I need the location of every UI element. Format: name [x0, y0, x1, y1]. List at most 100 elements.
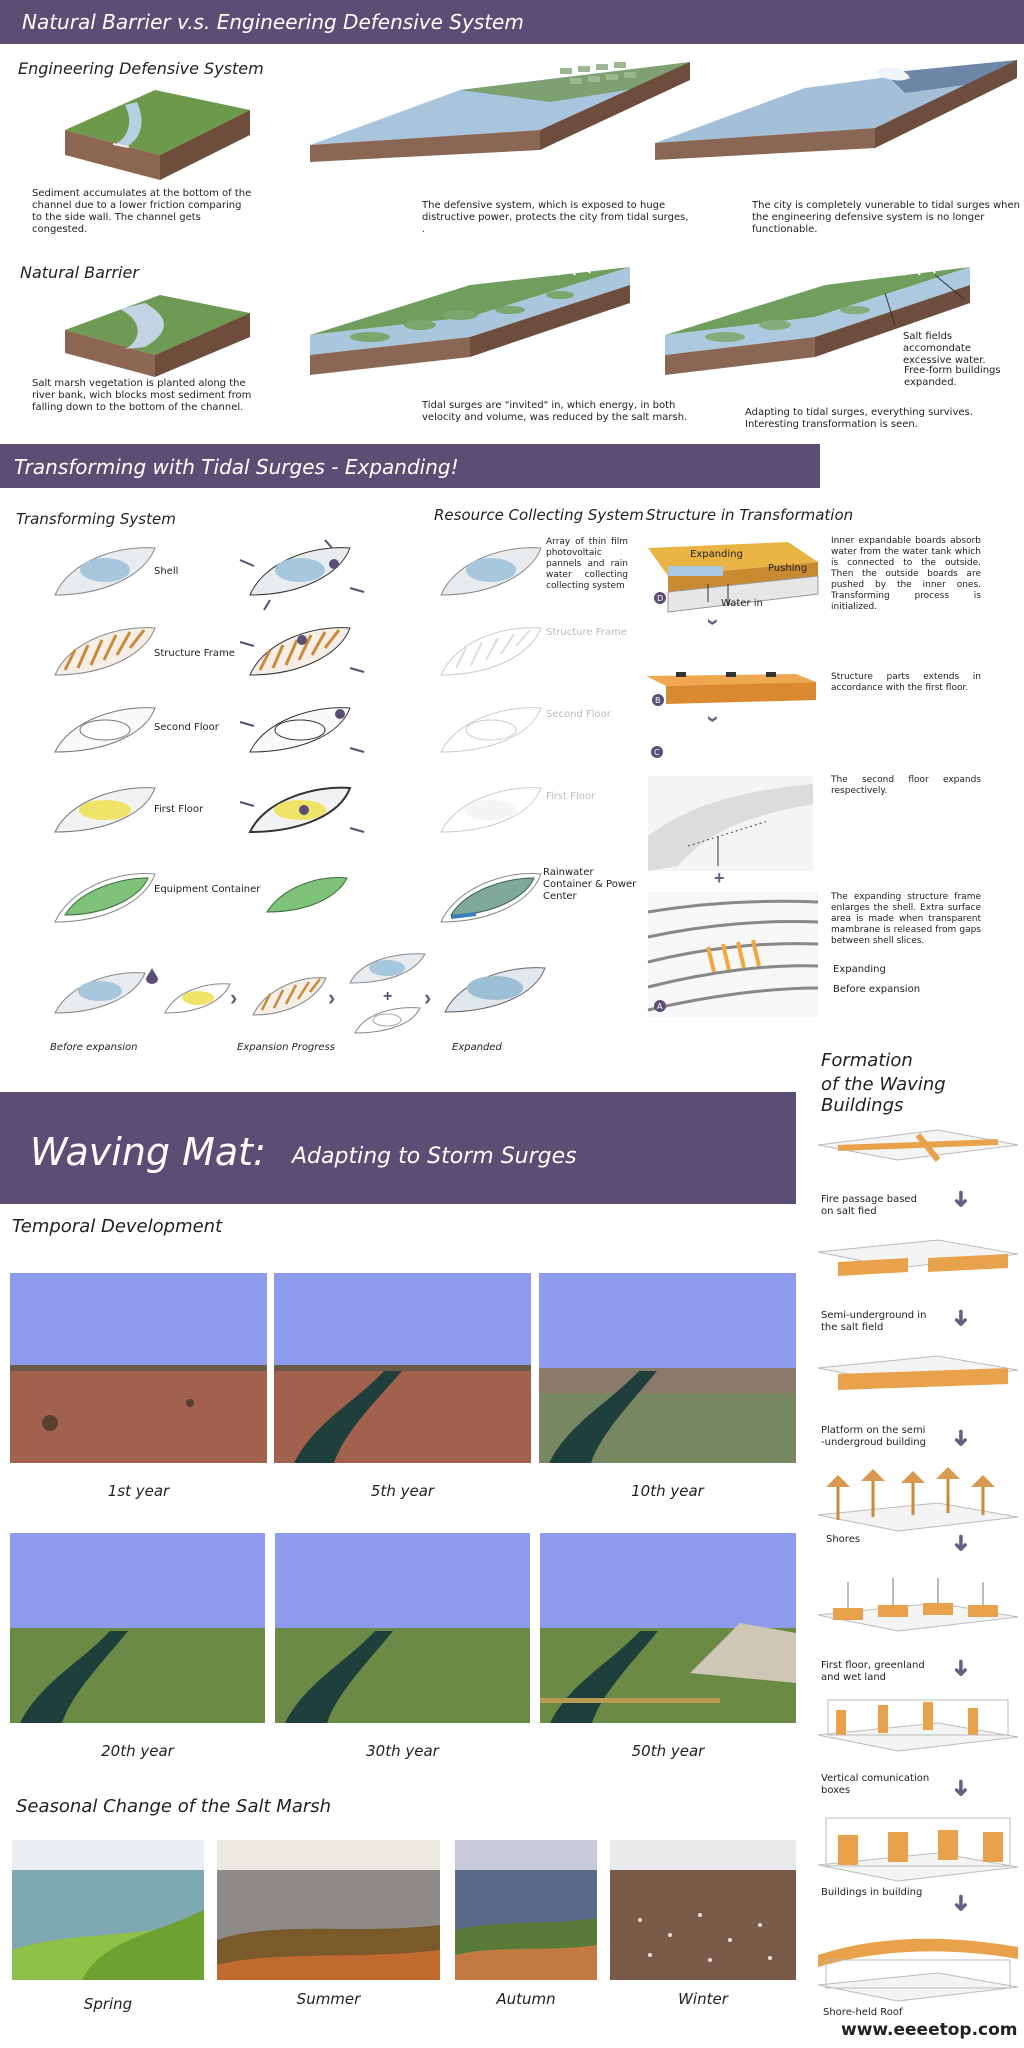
svg-text:+: +	[383, 988, 392, 1005]
equipment-expanded	[266, 877, 348, 913]
label-summer: Summer	[296, 1990, 361, 2008]
resource-note: Array of thin film photovoltaic pannels …	[546, 537, 628, 591]
formation-label-2: Semi-underground in the salt field	[821, 1310, 927, 1333]
photo-year-30	[275, 1533, 530, 1723]
label-year-30: 30th year	[366, 1742, 439, 1760]
photo-year-10	[539, 1273, 796, 1463]
struct-label-expanding: Expanding	[690, 549, 743, 560]
watermark: www.eeeetop.com	[841, 2020, 1018, 2040]
formation-label-7: Buildings in building	[821, 1887, 923, 1898]
nat-caption-1: Salt marsh vegetation is planted along t…	[32, 378, 252, 413]
second-floor-layer	[54, 707, 156, 753]
formation-arrow-4: ➜	[949, 1533, 975, 1553]
svg-text:D: D	[657, 594, 663, 603]
formation-arrow-6: ➜	[949, 1778, 975, 1798]
eng-flooded-block	[655, 60, 1017, 160]
formation-label-1: Fire passage based on salt fied	[821, 1194, 917, 1217]
drop-icon	[146, 968, 158, 984]
layer-label-shell: Shell	[154, 566, 179, 577]
seq-step-frame	[252, 977, 327, 1016]
struct-diagram-a: A	[647, 892, 819, 1017]
nat-marsh-block	[310, 259, 630, 375]
struct-note-4: The expanding structure frame enlarges t…	[831, 892, 981, 946]
section1-banner-title: Natural Barrier v.s. Engineering Defensi…	[22, 10, 524, 34]
first-floor-layer	[54, 787, 156, 833]
layer-label-frame: Structure Frame	[154, 648, 235, 659]
formation-step-5	[817, 1578, 1019, 1632]
nat-channel-block	[65, 295, 250, 377]
struct-legend-expanding: Expanding	[833, 964, 886, 975]
resource-bottom: Rainwater Container & Power Center	[543, 867, 637, 902]
struct-note-2: Structure parts extends in accordance wi…	[831, 672, 981, 693]
section1-banner: Natural Barrier v.s. Engineering Defensi…	[0, 0, 1024, 44]
struct-diagram-b: B	[646, 672, 816, 706]
struct-down-2: ›	[701, 715, 727, 723]
col1-title: Transforming System	[16, 510, 176, 528]
shell-expanding	[239, 539, 365, 611]
photo-year-20	[10, 1533, 265, 1723]
equipment-layer	[54, 872, 156, 923]
label-spring: Spring	[83, 1995, 133, 2013]
resource-second-floor	[440, 707, 542, 753]
section3-banner-sub: Adapting to Storm Surges	[292, 1144, 577, 1169]
shell-layer	[54, 547, 156, 596]
svg-text:A: A	[657, 1002, 663, 1011]
photo-winter	[610, 1840, 796, 1980]
formation-step-4	[817, 1467, 1019, 1532]
layer-label-first-floor: First Floor	[154, 804, 204, 815]
struct-plus: +	[714, 868, 725, 888]
formation-arrow-5: ➜	[949, 1658, 975, 1678]
section2-banner-title: Transforming with Tidal Surges - Expandi…	[14, 455, 459, 479]
callout-free-form: Free-form buildings expanded.	[904, 365, 1001, 388]
seq-arrow-3: ›	[424, 985, 432, 1010]
eng-channel-block	[65, 90, 250, 180]
svg-text:C: C	[654, 748, 660, 757]
formation-step-8	[817, 1938, 1019, 2002]
struct-down-1: ›	[701, 618, 727, 626]
seq-step-shells: +	[349, 953, 426, 1034]
struct-diagram-d: D	[648, 542, 819, 613]
layer-label-second-floor: Second Floor	[154, 722, 219, 733]
eng-caption-3: The city is completely vunerable to tida…	[752, 200, 1020, 235]
section2-banner: Transforming with Tidal Surges - Expandi…	[0, 444, 820, 488]
seq-label-expanded: Expanded	[452, 1042, 502, 1053]
section3-banner-main: Waving Mat:	[30, 1130, 266, 1174]
nat-caption-2: Tidal surges are "invited" in, which ene…	[422, 400, 688, 423]
photo-year-5	[274, 1273, 531, 1463]
photo-spring	[12, 1840, 204, 1980]
col3-title: Structure in Transformation	[646, 506, 854, 524]
resource-label-second-floor: Second Floor	[546, 709, 611, 720]
eng-caption-1: Sediment accumulates at the bottom of th…	[32, 188, 252, 235]
struct-label-water-in: Water in	[721, 598, 763, 609]
seq-expanded	[444, 967, 546, 1013]
seq-arrow-2: ›	[328, 985, 336, 1010]
formation-arrow-1: ➜	[949, 1189, 975, 1209]
section3-banner: Waving Mat: Adapting to Storm Surges	[0, 1092, 796, 1204]
formation-arrow-3: ➜	[949, 1428, 975, 1448]
seq-label-progress: Expansion Progress	[237, 1042, 335, 1053]
label-year-50: 50th year	[631, 1742, 705, 1760]
label-year-10: 10th year	[631, 1482, 704, 1500]
resource-first-floor	[440, 787, 542, 833]
frame-layer	[54, 627, 156, 676]
formation-step-7	[817, 1817, 1019, 1882]
photo-autumn	[455, 1840, 597, 1980]
formation-label-4: Shores	[826, 1534, 861, 1545]
col2-title: Resource Collecting System	[434, 506, 644, 524]
formation-arrow-2: ➜	[949, 1308, 975, 1328]
label-year-1: 1st year	[107, 1482, 170, 1500]
svg-text:B: B	[655, 696, 661, 705]
resource-frame	[440, 627, 542, 676]
resource-container	[440, 872, 542, 923]
formation-title-2: of the Waving Buildings	[821, 1074, 946, 1116]
seasonal-title: Seasonal Change of the Salt Marsh	[16, 1796, 332, 1817]
formation-title-1: Formation	[821, 1050, 913, 1071]
label-year-5: 5th year	[370, 1482, 435, 1500]
seq-before	[54, 972, 146, 1014]
formation-step-2	[817, 1239, 1019, 1276]
formation-step-3	[817, 1355, 1019, 1390]
struct-label-pushing: Pushing	[768, 563, 808, 574]
formation-step-6	[817, 1699, 1019, 1752]
letter-c-badge: C	[651, 746, 663, 758]
label-autumn: Autumn	[496, 1990, 556, 2008]
